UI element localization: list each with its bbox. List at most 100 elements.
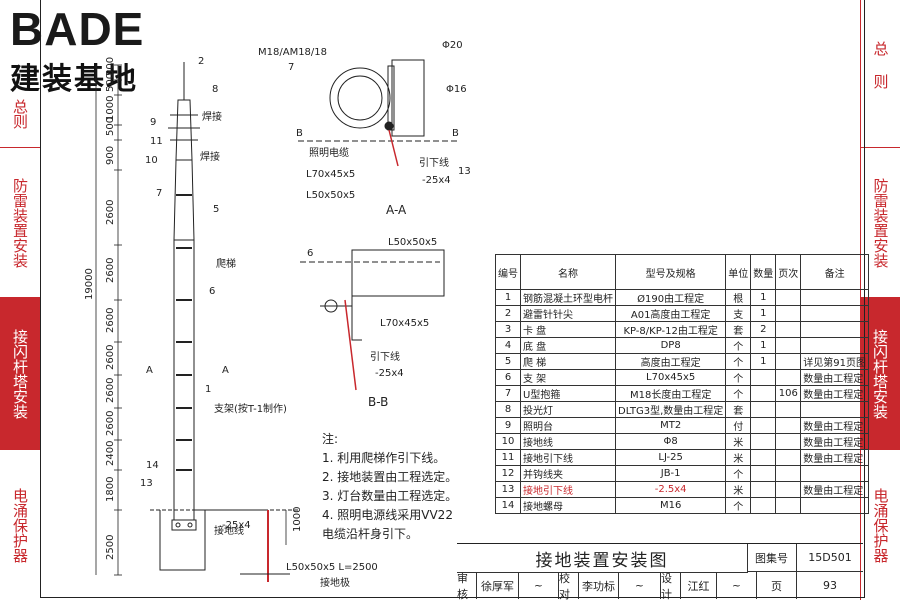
table-cell-spec: 高度由工程定 <box>614 353 727 370</box>
table-cell-qty: 1 <box>750 353 777 370</box>
callout-6: 6 <box>209 286 215 297</box>
table-cell-spec: LJ-25 <box>614 449 727 466</box>
left-tab-air-terminal[interactable]: 接闪杆塔安装 <box>0 298 40 450</box>
review-label: 审核 <box>457 572 477 601</box>
table-cell-no: 4 <box>495 337 521 354</box>
bb-angle-label: L70x45x5 <box>380 318 429 329</box>
checker-signature: ~ <box>619 572 661 599</box>
table-cell-no: 12 <box>495 465 521 482</box>
section-aa-drawing <box>298 59 460 167</box>
table-cell-spec: MT2 <box>614 417 727 434</box>
table-cell-no: 7 <box>495 385 521 402</box>
page-label: 页 <box>757 572 797 599</box>
table-cell-note: 数量由工程定 <box>800 385 870 402</box>
dim-2600d: 2600 <box>105 345 116 370</box>
note-item-3: 3. 灯台数量由工程选定。 <box>322 489 458 503</box>
table-cell-note <box>800 497 870 514</box>
dim-500c: 500 <box>105 117 116 136</box>
dim-2600c: 2600 <box>105 308 116 333</box>
table-cell-spec: Φ8 <box>614 433 727 450</box>
table-cell-page <box>775 497 802 514</box>
pole-callouts: 2 8 9 11 10 7 5 6 1 14 13 焊接 焊接 爬梯 支架(按T… <box>140 56 378 589</box>
table-cell-no: 5 <box>495 353 521 370</box>
left-tab-general-label: 总则 <box>11 98 29 129</box>
table-cell-page <box>775 417 802 434</box>
table-cell-spec: DLTG3型,数量由工程定 <box>614 401 727 418</box>
table-cell-spec: M18长度由工程定 <box>614 385 727 402</box>
table-cell-qty <box>750 497 777 514</box>
section-aa-labels: M18/AM18/18 7 Φ20 Φ16 B B 照明电缆 L70x45x5 … <box>258 40 471 217</box>
left-tab-surge-protector[interactable]: 电涌保护器 <box>0 450 40 600</box>
label-ground-rod: L50x50x5 L=2500 <box>286 562 378 573</box>
right-tab-general[interactable]: 总则 <box>860 0 900 148</box>
dim-total-height: 19000 <box>84 268 95 300</box>
table-cell-note <box>800 401 870 418</box>
table-cell-unit: 套 <box>725 401 752 418</box>
drawing-title: 接地装置安装图 <box>457 544 748 573</box>
aa-section-title: A-A <box>386 203 407 217</box>
table-cell-spec: A01高度由工程定 <box>614 305 727 322</box>
aa-mark-b-left: B <box>296 128 303 139</box>
table-cell-unit: 米 <box>725 433 752 450</box>
note-item-4: 4. 照明电源线采用VV22 <box>322 508 453 522</box>
table-cell-no: 9 <box>495 417 521 434</box>
dim-2500: 2500 <box>105 535 116 560</box>
bb-angle-top-label: L50x50x5 <box>388 237 437 248</box>
col-no: 编号 <box>495 254 521 290</box>
section-bb-drawing <box>300 249 445 391</box>
table-cell-unit: 米 <box>725 449 752 466</box>
table-cell-qty <box>750 433 777 450</box>
left-tab-general[interactable]: 总则 <box>0 0 40 148</box>
aa-callout-13: 13 <box>458 166 471 177</box>
left-category-strip: 总则 防雷装置安装 接闪杆塔安装 电涌保护器 <box>0 0 40 600</box>
label-ground-electrode: 接地极 <box>320 576 350 589</box>
table-cell-spec: KP-8/KP-12由工程定 <box>614 321 727 338</box>
callout-7: 7 <box>156 188 162 199</box>
table-cell-unit: 个 <box>725 353 752 370</box>
table-cell-spec: JB-1 <box>614 465 727 482</box>
reviewer-signature: ~ <box>519 572 559 599</box>
designer-name: 江红 <box>681 572 717 599</box>
table-cell-spec: DP8 <box>614 337 727 354</box>
table-cell-page <box>775 481 802 498</box>
table-cell-note <box>800 321 870 338</box>
logo: BADE 建装基地 <box>4 2 174 97</box>
table-cell-spec: -2.5x4 <box>614 481 727 498</box>
dim-2600b: 2600 <box>105 258 116 283</box>
table-cell-name: 底 盘 <box>520 337 616 354</box>
title-block: 接地装置安装图 图集号 15D501 审核 徐厚军 ~ 校对 李功标 ~ 设计 … <box>457 543 863 601</box>
aa-cable-label: 照明电缆 <box>309 146 349 159</box>
table-cell-name: 接地螺母 <box>520 497 616 514</box>
table-cell-name: 并钩线夹 <box>520 465 616 482</box>
label-ground-wire: 接地线 <box>214 524 244 537</box>
callout-2: 2 <box>198 56 204 67</box>
right-tab-surge-protector-label: 电涌保护器 <box>871 487 890 563</box>
logo-text-en: BADE <box>10 3 145 55</box>
callout-9: 9 <box>150 117 156 128</box>
table-cell-no: 11 <box>495 449 521 466</box>
aa-angle2-label: L50x50x5 <box>306 190 355 201</box>
table-cell-page <box>775 369 802 386</box>
atlas-number: 15D501 <box>797 544 863 572</box>
design-label: 设计 <box>661 572 681 601</box>
col-spec: 型号及规格 <box>614 254 727 290</box>
left-tab-lightning-protection[interactable]: 防雷装置安装 <box>0 148 40 298</box>
right-tab-surge-protector[interactable]: 电涌保护器 <box>860 450 900 600</box>
label-weld-1: 焊接 <box>202 110 222 123</box>
table-cell-name: U型抱箍 <box>520 385 616 402</box>
aa-downlead-size: -25x4 <box>422 175 451 186</box>
dim-500a: 500 <box>105 57 116 76</box>
table-cell-qty <box>750 417 777 434</box>
right-tab-lightning-protection[interactable]: 防雷装置安装 <box>860 148 900 298</box>
table-cell-page <box>775 465 802 482</box>
table-cell-page <box>775 449 802 466</box>
atlas-label: 图集号 <box>747 544 797 572</box>
